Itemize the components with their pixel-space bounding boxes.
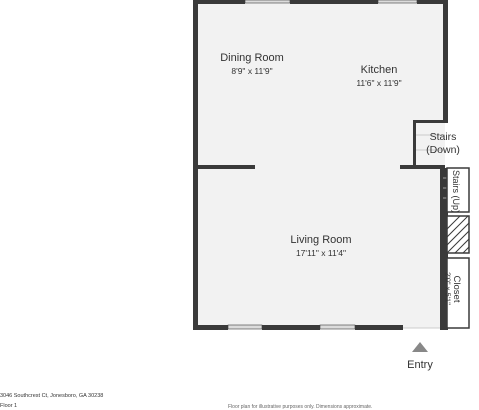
- stairs-up-box: [446, 167, 470, 213]
- walls: [193, 0, 448, 330]
- interior-wall-right: [400, 165, 445, 169]
- kitchen-dims: 11'6" x 11'9": [356, 78, 402, 88]
- kitchen-name: Kitchen: [360, 64, 398, 76]
- stairs-up-sub: (Up): [451, 195, 461, 214]
- stairs-down-name: Stairs: [429, 131, 457, 143]
- disclaimer-text: Floor plan for illustrative purposes onl…: [228, 404, 373, 410]
- floor-area: [195, 0, 445, 328]
- living-room-name: Living Room: [290, 234, 352, 246]
- bottom-wall-segment: [355, 325, 403, 330]
- window-top-left: [244, 0, 291, 4]
- storage-hatch: [446, 215, 470, 254]
- top-wall-segment: [290, 0, 378, 4]
- bottom-wall-segment: [262, 325, 320, 330]
- right-wall-lower: [443, 168, 448, 330]
- stairs-down-top-wall: [413, 120, 448, 123]
- dining-room-dims: 8'9" x 11'9": [231, 66, 273, 76]
- window-top-right: [377, 0, 418, 4]
- top-wall-segment: [417, 0, 447, 4]
- triangle-up-icon: [412, 342, 428, 352]
- closet-dims: 2'0" x 5'1": [443, 272, 453, 305]
- stairs-up-name: Stairs: [451, 170, 461, 194]
- stairs-down-sub: (Down): [426, 144, 460, 156]
- window-bottom-left: [227, 324, 263, 330]
- dining-room-name: Dining Room: [220, 52, 284, 64]
- right-wall-upper: [443, 0, 448, 120]
- stairs-down-left-wall: [413, 120, 416, 168]
- bottom-wall-segment: [193, 325, 228, 330]
- stairs-down-treads: [416, 134, 445, 151]
- window-bottom-middle: [319, 324, 356, 330]
- top-wall-segment: [193, 0, 245, 4]
- stairs-up-label: Stairs (Up): [450, 170, 462, 213]
- floor-label: Floor 1: [0, 403, 18, 409]
- interior-wall-left: [195, 165, 255, 169]
- right-column-inner-wall: [440, 168, 443, 328]
- storage-bottom-wall: [440, 254, 448, 258]
- windows: [227, 0, 418, 330]
- living-room-dims: 17'11" x 11'4": [295, 248, 347, 258]
- stairs-up-bottom-wall: [440, 211, 448, 215]
- address-text: 3046 Southcrest Ct, Jonesboro, GA 30238: [0, 393, 104, 399]
- closet-name: Closet: [451, 275, 462, 303]
- entry-label: Entry: [407, 359, 433, 371]
- closet-box: [446, 257, 470, 329]
